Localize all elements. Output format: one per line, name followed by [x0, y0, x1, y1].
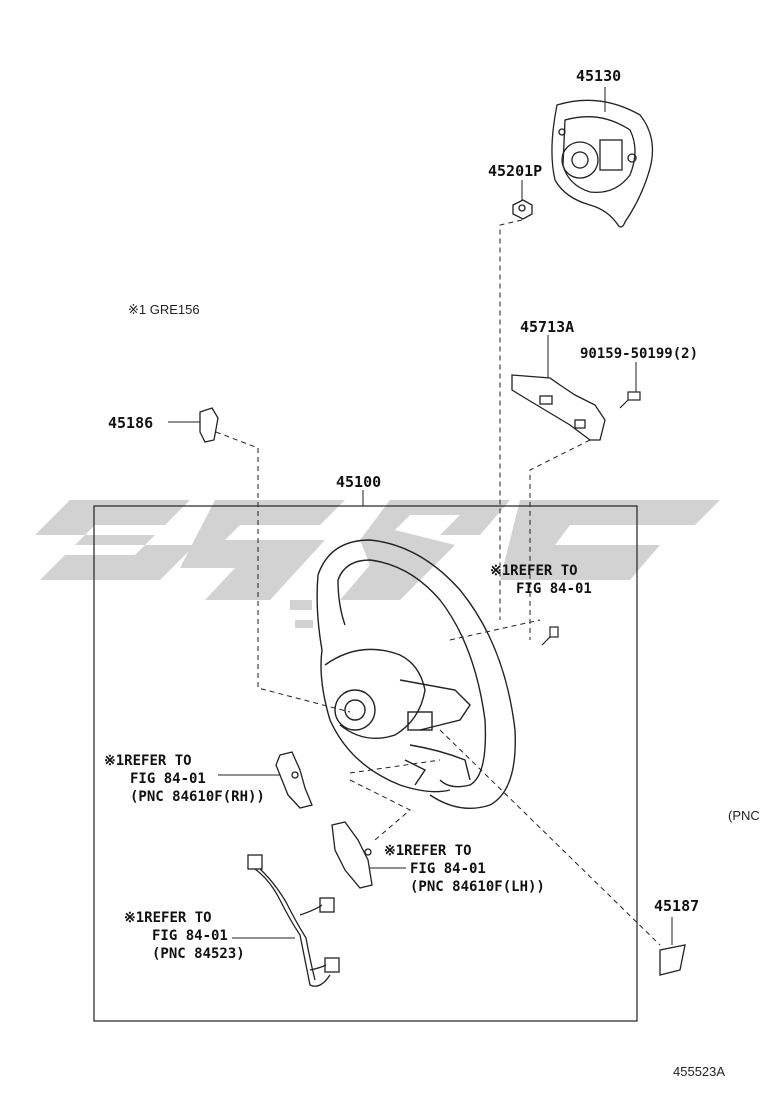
note-gre156: ※1 GRE156 — [128, 302, 200, 317]
ref-harness-line3: (PNC 84523) — [152, 946, 245, 962]
label-bolt-90159: 90159-50199(2) — [580, 346, 699, 362]
watermark-logo — [35, 500, 720, 628]
ref-right-line1: ※1REFER TO — [490, 563, 578, 579]
dash-wheel-4 — [349, 779, 411, 841]
ref-harness-line1: ※1REFER TO — [124, 910, 212, 926]
label-45186: 45186 — [108, 414, 154, 432]
clip-45186 — [199, 407, 219, 443]
label-45187: 45187 — [654, 897, 700, 915]
dash-wheel-1 — [349, 759, 441, 774]
dash-45201p — [499, 219, 523, 620]
paddle-lh — [331, 821, 373, 889]
airbag-45130 — [551, 99, 654, 228]
figure-id: 455523A — [673, 1064, 726, 1079]
assembly-frame — [93, 505, 638, 1022]
dash-wheel-2 — [439, 729, 661, 946]
ref-lh-line2: FIG 84-01 — [410, 861, 486, 877]
label-45201p: 45201P — [488, 162, 543, 180]
steering-wheel-45100 — [316, 539, 516, 810]
dash-45713a — [529, 439, 591, 640]
dash-45186 — [215, 431, 351, 713]
ref-rh-line3: (PNC 84610F(RH)) — [130, 789, 265, 805]
ref-lh-line1: ※1REFER TO — [384, 843, 472, 859]
ref-lh-line3: (PNC 84610F(LH)) — [410, 879, 545, 895]
clip-45187 — [659, 944, 686, 976]
ref-right-line2: FIG 84-01 — [516, 581, 592, 597]
pnc-edge: (PNC — [728, 808, 760, 823]
paddle-rh — [275, 751, 313, 809]
ref-harness-line2: FIG 84-01 — [152, 928, 228, 944]
ref-rh-line2: FIG 84-01 — [130, 771, 206, 787]
label-45130: 45130 — [576, 67, 622, 85]
bolt-90159 — [619, 391, 641, 409]
bracket-45713a — [511, 374, 606, 441]
dash-wheel-3 — [449, 619, 541, 641]
wire-harness — [247, 854, 340, 987]
label-45100: 45100 — [336, 473, 382, 491]
ref-rh-line1: ※1REFER TO — [104, 753, 192, 769]
label-45713a: 45713A — [520, 318, 575, 336]
screw-ref — [541, 626, 559, 646]
nut-45201p — [512, 199, 533, 220]
